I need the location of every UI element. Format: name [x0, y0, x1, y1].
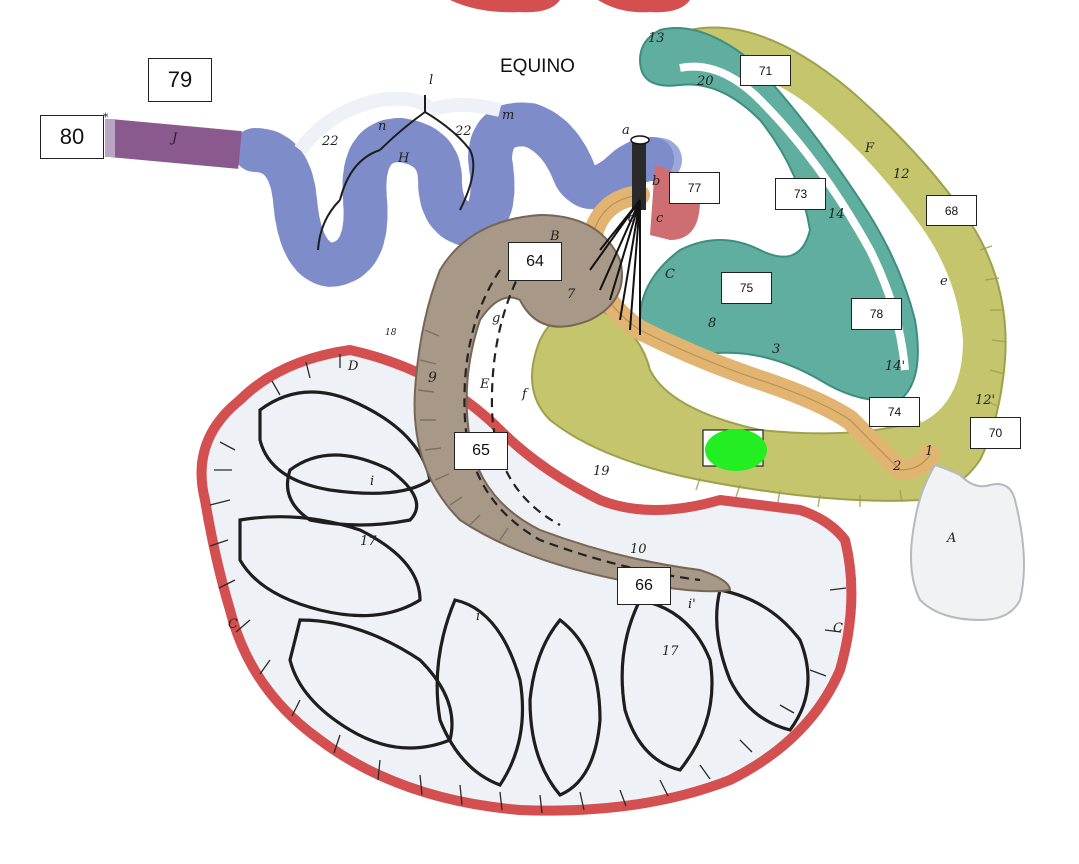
stomach — [910, 463, 1025, 622]
answer-box-80: 80 — [40, 115, 104, 159]
answer-box-78: 78 — [851, 298, 902, 330]
lbl-12: 12 — [893, 167, 910, 182]
lbl-a: a — [622, 123, 630, 138]
lbl-n: n — [378, 119, 386, 134]
lbl-10: 10 — [630, 542, 647, 557]
lbl-g: g — [492, 311, 500, 326]
lbl-asterisk: * — [103, 111, 109, 124]
answer-box-74: 74 — [869, 397, 920, 427]
lbl-m: m — [502, 108, 514, 123]
lbl-18: 18 — [385, 328, 397, 338]
lbl-14p: 14' — [885, 359, 905, 374]
answer-box-64: 64 — [508, 242, 562, 281]
lbl-9: 9 — [428, 370, 437, 386]
lbl-i-2: i — [476, 609, 480, 624]
lbl-B: B — [549, 229, 560, 244]
lbl-i-1: i — [370, 474, 374, 489]
lbl-i-prime: i' — [688, 597, 696, 612]
lbl-2: 2 — [892, 459, 901, 474]
lbl-19: 19 — [593, 464, 610, 479]
lbl-A: A — [946, 531, 956, 546]
lbl-d: d — [628, 211, 636, 226]
lbl-l: l — [429, 73, 433, 88]
lbl-J: J — [169, 131, 178, 146]
lbl-17-left: 17 — [360, 534, 377, 549]
answer-box-77: 77 — [669, 172, 720, 204]
lbl-13: 13 — [648, 31, 665, 46]
lbl-22-left: 22 — [321, 134, 339, 149]
answer-box-70: 70 — [970, 417, 1021, 449]
answer-box-75: 75 — [721, 272, 772, 304]
lbl-C-top: C — [665, 267, 675, 282]
top-cutoff-shapes — [450, 0, 690, 13]
lbl-20: 20 — [696, 74, 714, 89]
answer-box-65: 65 — [454, 432, 508, 470]
lbl-c: c — [656, 211, 664, 226]
answer-box-66: 66 — [617, 567, 671, 605]
lbl-3: 3 — [772, 342, 780, 357]
lbl-b: b — [652, 174, 660, 189]
lbl-1: 1 — [925, 444, 933, 459]
lbl-8: 8 — [708, 316, 716, 331]
answer-box-79: 79 — [148, 58, 212, 102]
lbl-14: 14 — [828, 207, 845, 222]
diagram-title: EQUINO — [500, 56, 575, 77]
answer-box-68: 68 — [926, 195, 977, 226]
cecum — [413, 213, 732, 593]
lbl-D: D — [347, 359, 359, 374]
lbl-12p: 12' — [975, 393, 995, 408]
diagram-labels: 13 20 F 12 14 e 14' 12' a b d c C B 7 8 … — [103, 31, 995, 659]
green-blob — [705, 429, 767, 471]
lbl-C-left: C — [228, 617, 238, 632]
small-colon — [105, 91, 682, 288]
lbl-E: E — [479, 377, 490, 392]
lbl-7: 7 — [567, 287, 576, 302]
answer-box-73: 73 — [775, 178, 826, 210]
lbl-17-right: 17 — [662, 644, 679, 659]
lbl-f: f — [521, 387, 529, 402]
lbl-H: H — [397, 151, 410, 166]
lbl-C-right: C — [833, 621, 843, 636]
jejunum-mesentery — [196, 345, 857, 816]
answer-box-71: 71 — [740, 55, 791, 86]
lbl-22-right: 22 — [454, 124, 472, 139]
lbl-F: F — [864, 141, 875, 156]
lbl-e: e — [940, 274, 948, 289]
